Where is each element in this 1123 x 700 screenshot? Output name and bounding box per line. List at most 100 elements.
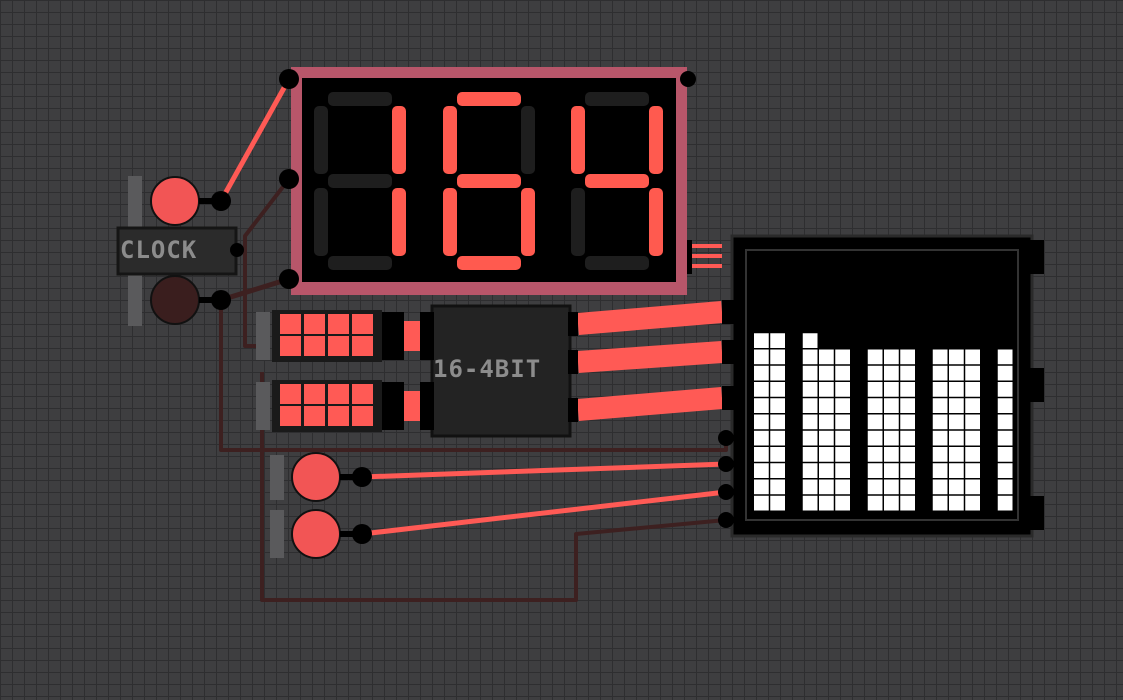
switch-bit[interactable] [352, 406, 373, 426]
matrix-pixel [884, 479, 899, 495]
switch-bit[interactable] [280, 336, 301, 356]
matrix-right-pin-1[interactable] [1030, 240, 1044, 274]
matrix-pixel [819, 382, 834, 397]
matrix-input-pin[interactable] [718, 512, 734, 528]
matrix-pixel [867, 430, 883, 446]
switch-bit[interactable] [280, 314, 301, 334]
clock-button-on[interactable] [150, 176, 200, 226]
matrix-bus-pin[interactable] [722, 386, 734, 410]
led-matrix-display[interactable] [718, 234, 1044, 538]
matrix-pixel [867, 382, 883, 397]
wire-input-1-to-matrix[interactable] [361, 461, 727, 480]
matrix-pixel [932, 447, 948, 462]
matrix-pixel [754, 463, 769, 478]
matrix-pixel [867, 495, 883, 511]
matrix-pixel [884, 365, 899, 381]
chip-input-pin-2[interactable] [420, 382, 434, 430]
chip-output-pin-1[interactable] [568, 312, 578, 336]
matrix-pixel [932, 365, 948, 381]
matrix-pixel [802, 447, 818, 462]
clock-button-off[interactable] [150, 275, 200, 325]
matrix-input-pin[interactable] [718, 484, 734, 500]
input-button-2[interactable] [291, 509, 341, 559]
input-pin-1[interactable] [352, 467, 372, 487]
chip-output-pin-3[interactable] [568, 398, 578, 422]
switch-bit[interactable] [328, 314, 349, 334]
clock-component[interactable] [116, 176, 244, 326]
matrix-pixel [770, 430, 785, 446]
input-pin-2[interactable] [352, 524, 372, 544]
bus-chip-to-matrix-1[interactable] [577, 301, 723, 335]
display-pin-4[interactable] [680, 71, 696, 87]
switch-bit[interactable] [328, 384, 349, 404]
clock-output-pin-top[interactable] [211, 191, 231, 211]
matrix-pixels [754, 333, 1013, 511]
matrix-pins [718, 300, 734, 528]
switch-bit[interactable] [352, 336, 373, 356]
switch-bit[interactable] [328, 336, 349, 356]
segment-b [392, 106, 406, 174]
switch-bit[interactable] [352, 314, 373, 334]
chip-body[interactable] [430, 304, 572, 438]
switch-bit[interactable] [328, 406, 349, 426]
splitter-chip[interactable] [420, 304, 578, 438]
clock-side-pin[interactable] [230, 243, 244, 257]
wire-clock-to-display-3[interactable] [220, 276, 290, 303]
wire-clock-to-display-1[interactable] [218, 77, 292, 203]
matrix-pixel [867, 447, 883, 462]
display-bus-pin[interactable] [686, 240, 692, 274]
matrix-pixel [819, 479, 834, 495]
matrix-pixel [997, 447, 1013, 462]
matrix-pixel [932, 414, 948, 430]
switch-bit[interactable] [304, 384, 325, 404]
display-pin-2[interactable] [279, 169, 299, 189]
bus-chip-to-matrix-2[interactable] [577, 341, 723, 373]
matrix-input-pin[interactable] [718, 456, 734, 472]
display-pin-1[interactable] [279, 69, 299, 89]
switch-bit[interactable] [352, 384, 373, 404]
wire-input-2-to-matrix[interactable] [361, 489, 727, 537]
matrix-pixel [770, 479, 785, 495]
matrix-bus-pin[interactable] [722, 300, 734, 324]
chip-output-pin-2[interactable] [568, 350, 578, 374]
matrix-pixel [997, 479, 1013, 495]
switch-bank-connector[interactable] [382, 382, 404, 430]
matrix-pixel [819, 365, 834, 381]
display-pin-3[interactable] [279, 269, 299, 289]
clock-output-pin-bottom[interactable] [211, 290, 231, 310]
matrix-pixel [932, 349, 948, 365]
switch-bit[interactable] [280, 384, 301, 404]
matrix-right-pin-2[interactable] [1030, 368, 1044, 402]
seven-segment-display[interactable] [279, 67, 696, 295]
switch-bank-top[interactable] [256, 310, 404, 362]
segment-d [585, 256, 649, 270]
clock-body[interactable] [116, 226, 238, 276]
wire-loop-to-switches[interactable] [260, 372, 727, 602]
matrix-pixel [819, 447, 834, 462]
wire-display-to-switches[interactable] [243, 177, 291, 348]
segment-b [521, 106, 535, 174]
matrix-pixel [932, 430, 948, 446]
matrix-bus-pin[interactable] [722, 340, 734, 364]
matrix-pixel [965, 414, 980, 430]
matrix-input-pin[interactable] [718, 430, 734, 446]
matrix-pixel [770, 447, 785, 462]
switch-bit[interactable] [280, 406, 301, 426]
chip-input-pin-1[interactable] [420, 312, 434, 360]
matrix-right-pin-3[interactable] [1030, 496, 1044, 530]
switch-bit[interactable] [304, 406, 325, 426]
input-rail-1 [270, 455, 284, 500]
switch-bank-bottom[interactable] [256, 380, 404, 432]
segment-a [457, 92, 521, 106]
switch-bank-connector[interactable] [382, 312, 404, 360]
segment-b [649, 106, 663, 174]
matrix-pixel [835, 463, 850, 478]
bus-chip-to-matrix-3[interactable] [577, 387, 723, 421]
display-digits [314, 92, 663, 270]
switch-bit[interactable] [304, 314, 325, 334]
switch-bit[interactable] [304, 336, 325, 356]
input-buttons[interactable] [270, 452, 372, 559]
segment-f [443, 106, 457, 174]
matrix-pixel [754, 479, 769, 495]
input-button-1[interactable] [291, 452, 341, 502]
